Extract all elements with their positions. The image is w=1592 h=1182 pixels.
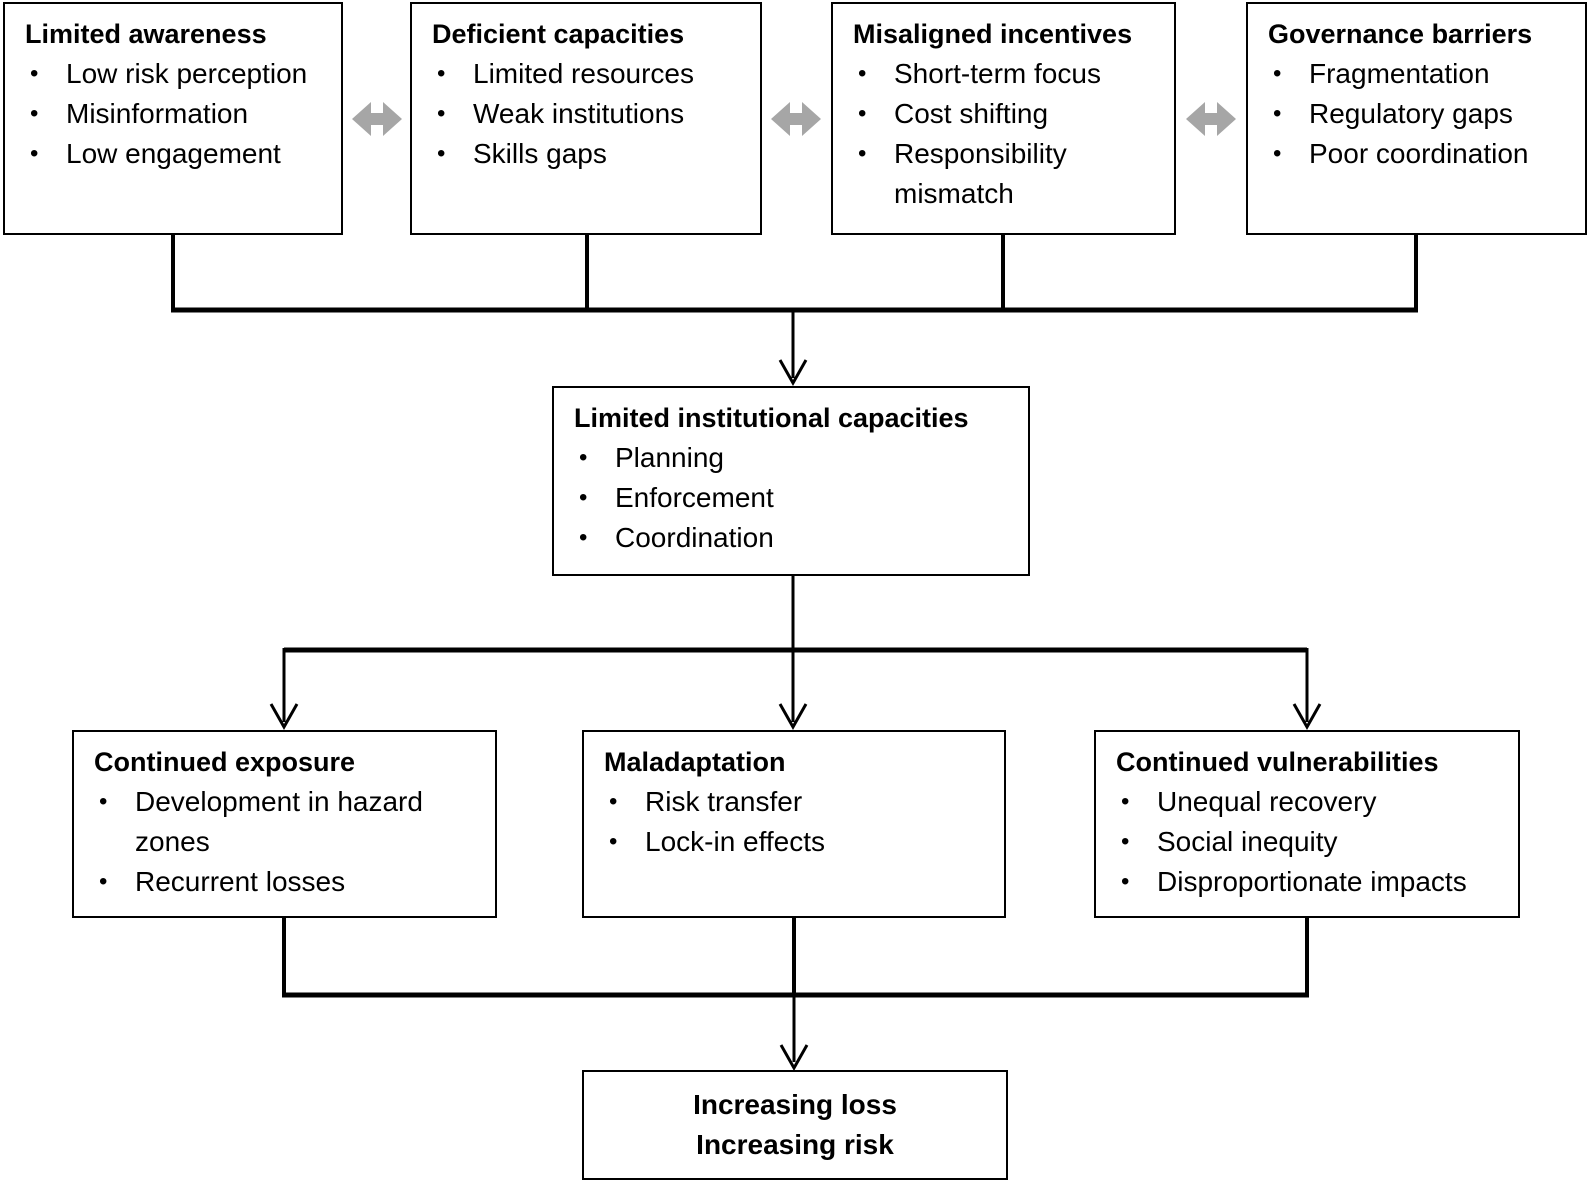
box-misaligned-incentives: Misaligned incentives Short-term focus C… bbox=[831, 2, 1176, 235]
bullet-item: Fragmentation bbox=[1268, 54, 1579, 94]
bullet-item: Risk transfer bbox=[604, 782, 998, 822]
box-title: Misaligned incentives bbox=[853, 19, 1133, 49]
outcome-connector bbox=[269, 576, 1322, 731]
box-limited-awareness: Limited awareness Low risk perception Mi… bbox=[3, 2, 343, 235]
box-title: Deficient capacities bbox=[432, 19, 685, 49]
bullet-item: Unequal recovery bbox=[1116, 782, 1512, 822]
bullet-item: Planning bbox=[574, 438, 1022, 478]
bullet-item: Weak institutions bbox=[432, 94, 754, 134]
bullet-item: Development in hazard zones bbox=[94, 782, 489, 862]
box-deficient-capacities: Deficient capacities Limited resources W… bbox=[410, 2, 762, 235]
down-arrowhead bbox=[778, 703, 808, 731]
box-title: Maladaptation bbox=[604, 747, 786, 777]
bullet-item: Skills gaps bbox=[432, 134, 754, 174]
bullet-item: Misinformation bbox=[25, 94, 335, 134]
bullet-item: Enforcement bbox=[574, 478, 1022, 518]
down-arrowhead bbox=[269, 703, 299, 731]
box-title: Limited awareness bbox=[25, 19, 267, 49]
bullet-item: Limited resources bbox=[432, 54, 754, 94]
top-connector bbox=[171, 235, 1418, 387]
down-arrowhead bbox=[1292, 703, 1322, 731]
box-title: Limited institutional capacities bbox=[574, 403, 969, 433]
box-limited-institutional-capacities: Limited institutional capacities Plannin… bbox=[552, 386, 1030, 576]
left-right-arrow-icon bbox=[352, 102, 402, 136]
box-title: Continued vulnerabilities bbox=[1116, 747, 1439, 777]
down-arrowhead bbox=[778, 359, 808, 387]
bullet-item: Responsibility mismatch bbox=[853, 134, 1168, 214]
box-continued-exposure: Continued exposure Development in hazard… bbox=[72, 730, 497, 918]
final-line: Increasing risk bbox=[696, 1129, 894, 1160]
final-connector bbox=[282, 918, 1309, 1072]
bullet-item: Lock-in effects bbox=[604, 822, 998, 862]
bullet-item: Short-term focus bbox=[853, 54, 1168, 94]
bullet-item: Low risk perception bbox=[25, 54, 335, 94]
box-title: Continued exposure bbox=[94, 747, 356, 777]
left-right-arrow-icon bbox=[1186, 102, 1236, 136]
box-increasing-loss-risk: Increasing loss Increasing risk bbox=[582, 1070, 1008, 1180]
down-arrowhead bbox=[779, 1044, 809, 1072]
bullet-item: Poor coordination bbox=[1268, 134, 1579, 174]
left-right-arrow-icon bbox=[771, 102, 821, 136]
bullet-item: Cost shifting bbox=[853, 94, 1168, 134]
box-maladaptation: Maladaptation Risk transfer Lock-in effe… bbox=[582, 730, 1006, 918]
final-line: Increasing loss bbox=[693, 1089, 897, 1120]
bullet-item: Regulatory gaps bbox=[1268, 94, 1579, 134]
box-continued-vulnerabilities: Continued vulnerabilities Unequal recove… bbox=[1094, 730, 1520, 918]
bullet-item: Disproportionate impacts bbox=[1116, 862, 1512, 902]
box-governance-barriers: Governance barriers Fragmentation Regula… bbox=[1246, 2, 1587, 235]
bullet-item: Coordination bbox=[574, 518, 1022, 558]
bullet-item: Social inequity bbox=[1116, 822, 1512, 862]
bullet-item: Recurrent losses bbox=[94, 862, 489, 902]
box-title: Governance barriers bbox=[1268, 19, 1533, 49]
bullet-item: Low engagement bbox=[25, 134, 335, 174]
